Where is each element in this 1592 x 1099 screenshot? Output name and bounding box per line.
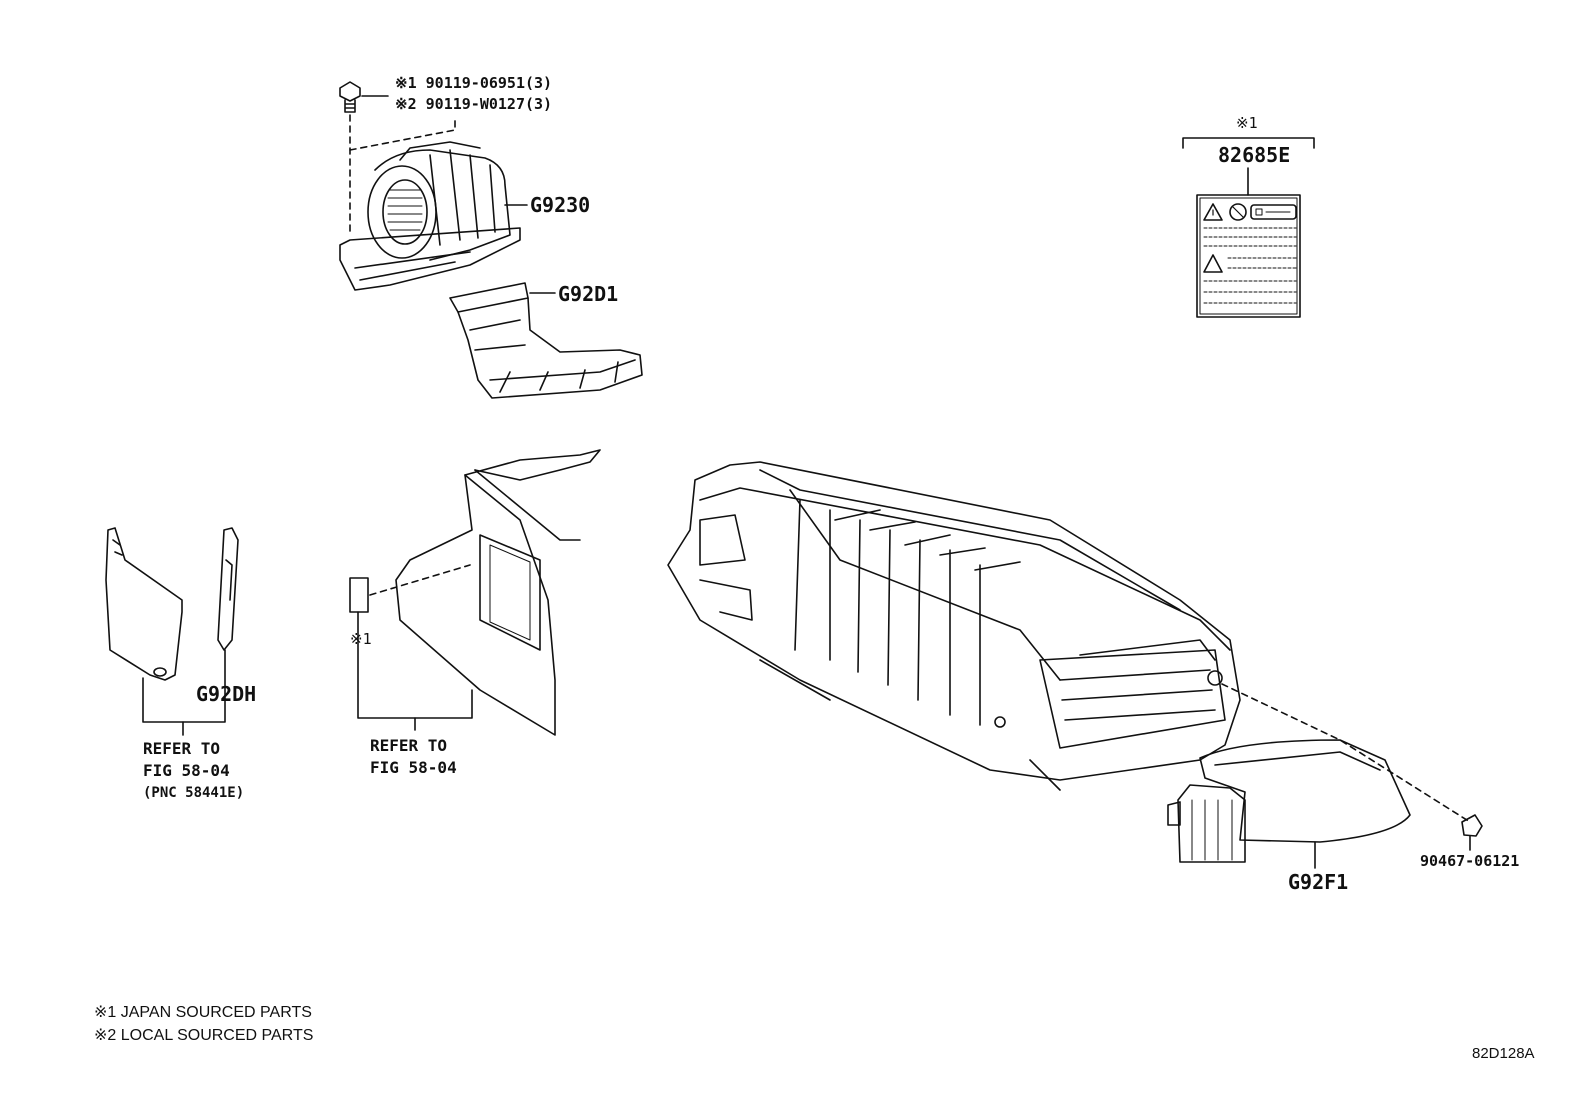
cover-left-part [105, 527, 239, 736]
panel-mark: ※1 [350, 630, 372, 648]
part-number-duct: G92D1 [558, 282, 619, 306]
part-number-label-plate: 82685E [1218, 143, 1291, 167]
refer-left-line2: FIG 58-04 [143, 761, 230, 780]
blower-assembly [339, 114, 528, 291]
part-number-cover-left: G92DH [196, 682, 257, 706]
fastener-callout-1: ※1 90119-06951(3) [395, 74, 553, 92]
label-plate-mark: ※1 [1236, 114, 1258, 132]
figure-id: 82D128A [1472, 1045, 1535, 1062]
battery-assembly [667, 461, 1241, 791]
legend-note-2: ※2 LOCAL SOURCED PARTS [94, 1027, 314, 1044]
refer-left-line3: (PNC 58441E) [143, 785, 245, 801]
panel-middle-part [349, 449, 601, 736]
clip-icon [1461, 814, 1483, 851]
legend-note-1: ※1 JAPAN SOURCED PARTS [94, 1004, 312, 1021]
refer-middle-line1: REFER TO [370, 736, 448, 755]
refer-left-line1: REFER TO [143, 739, 221, 758]
refer-left: REFER TO FIG 58-04 (PNC 58441E) [143, 738, 244, 804]
part-number-clip: 90467-06121 [1420, 852, 1520, 870]
refer-middle-line2: FIG 58-04 [370, 758, 457, 777]
duct-part [449, 282, 643, 399]
refer-middle: REFER TO FIG 58-04 [370, 735, 457, 779]
leader-line [1221, 683, 1471, 823]
part-number-cover-right: G92F1 [1288, 870, 1349, 894]
fastener-callout-2: ※2 90119-W0127(3) [395, 95, 553, 113]
cover-right-part [1167, 739, 1411, 869]
bolt-icon [339, 81, 389, 113]
label-plate [1182, 137, 1315, 318]
part-number-blower: G9230 [530, 193, 591, 217]
